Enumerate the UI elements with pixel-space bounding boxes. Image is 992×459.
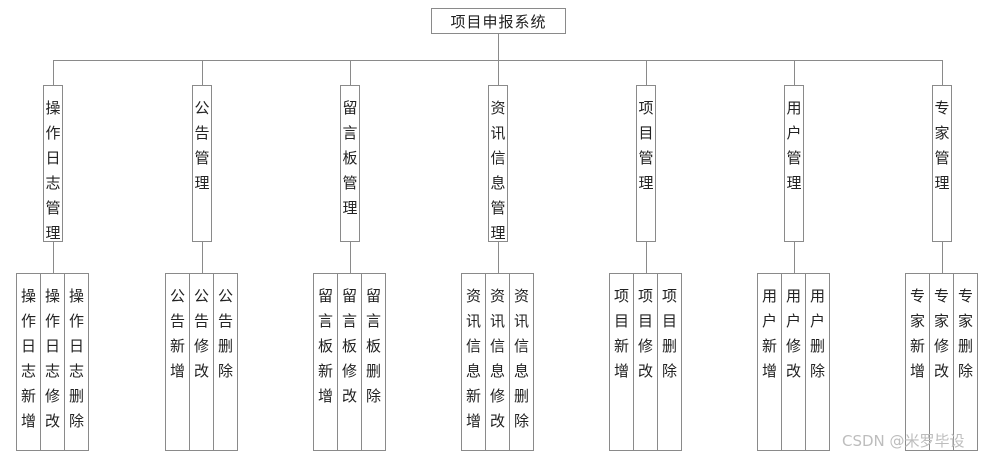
module-connector bbox=[350, 60, 351, 85]
leaf-node: 公告新增 bbox=[165, 273, 190, 451]
leaf-connector bbox=[350, 242, 351, 273]
leaf-connector bbox=[53, 242, 54, 273]
module-connector bbox=[53, 60, 54, 85]
leaf-node: 用户删除 bbox=[805, 273, 830, 451]
leaf-group: 操作日志新增操作日志修改操作日志删除 bbox=[16, 273, 89, 451]
root-node: 项目申报系统 bbox=[431, 8, 566, 34]
module-connector bbox=[646, 60, 647, 85]
leaf-node: 资讯信息修改 bbox=[485, 273, 510, 451]
leaf-group: 资讯信息新增资讯信息修改资讯信息删除 bbox=[461, 273, 534, 451]
leaf-node: 专家删除 bbox=[953, 273, 978, 451]
leaf-node: 操作日志修改 bbox=[40, 273, 65, 451]
leaf-node: 专家修改 bbox=[929, 273, 954, 451]
leaf-node: 专家新增 bbox=[905, 273, 930, 451]
leaf-group: 项目新增项目修改项目删除 bbox=[609, 273, 682, 451]
leaf-node: 公告删除 bbox=[213, 273, 238, 451]
leaf-node: 留言板修改 bbox=[337, 273, 362, 451]
leaf-connector bbox=[498, 242, 499, 273]
leaf-group: 公告新增公告修改公告删除 bbox=[165, 273, 238, 451]
root-connector bbox=[498, 34, 499, 60]
leaf-group: 用户新增用户修改用户删除 bbox=[757, 273, 830, 451]
module-connector bbox=[498, 60, 499, 85]
leaf-node: 用户修改 bbox=[781, 273, 806, 451]
leaf-node: 资讯信息新增 bbox=[461, 273, 486, 451]
leaf-connector bbox=[942, 242, 943, 273]
module-node: 用户管理 bbox=[784, 85, 804, 242]
module-node: 资讯信息管理 bbox=[488, 85, 508, 242]
module-node: 专家管理 bbox=[932, 85, 952, 242]
module-connector bbox=[942, 60, 943, 85]
leaf-node: 项目删除 bbox=[657, 273, 682, 451]
leaf-node: 操作日志新增 bbox=[16, 273, 41, 451]
module-connector bbox=[202, 60, 203, 85]
leaf-node: 项目修改 bbox=[633, 273, 658, 451]
leaf-node: 公告修改 bbox=[189, 273, 214, 451]
leaf-node: 留言板删除 bbox=[361, 273, 386, 451]
leaf-node: 项目新增 bbox=[609, 273, 634, 451]
leaf-group: 留言板新增留言板修改留言板删除 bbox=[313, 273, 386, 451]
leaf-node: 用户新增 bbox=[757, 273, 782, 451]
leaf-connector bbox=[646, 242, 647, 273]
module-node: 公告管理 bbox=[192, 85, 212, 242]
module-node: 项目管理 bbox=[636, 85, 656, 242]
leaf-group: 专家新增专家修改专家删除 bbox=[905, 273, 978, 451]
leaf-node: 资讯信息删除 bbox=[509, 273, 534, 451]
leaf-connector bbox=[794, 242, 795, 273]
module-node: 操作日志管理 bbox=[43, 85, 63, 242]
leaf-connector bbox=[202, 242, 203, 273]
module-node: 留言板管理 bbox=[340, 85, 360, 242]
watermark: CSDN @米罗毕设 bbox=[842, 432, 965, 450]
module-connector bbox=[794, 60, 795, 85]
leaf-node: 留言板新增 bbox=[313, 273, 338, 451]
leaf-node: 操作日志删除 bbox=[64, 273, 89, 451]
